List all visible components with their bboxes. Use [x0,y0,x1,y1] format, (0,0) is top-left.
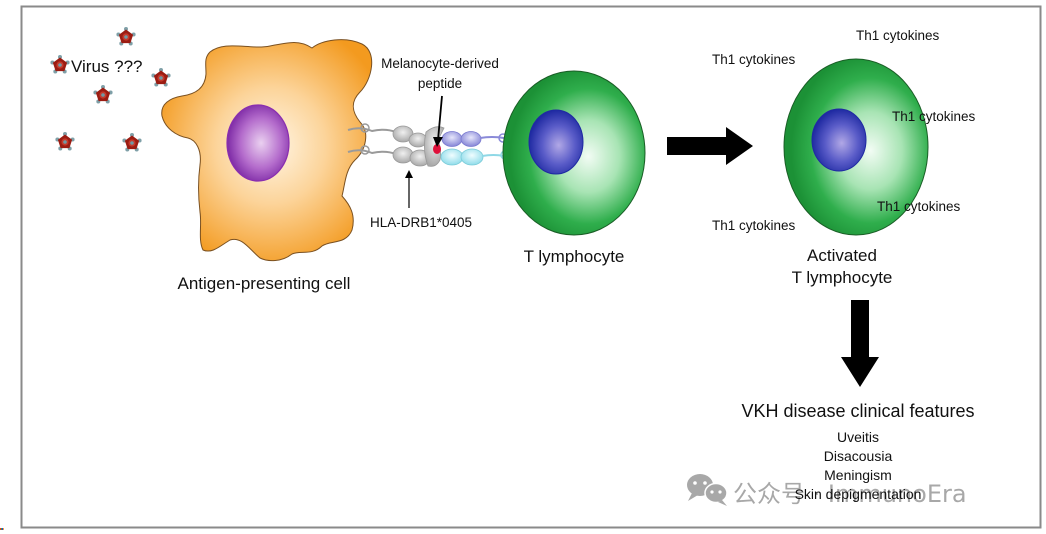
watermark: 公众号 · ImmunoEra [687,474,967,508]
outcome-title: VKH disease clinical features [741,401,974,421]
virus-icon [122,133,142,152]
peptide-label-line1: Melanocyte-derived [381,56,499,71]
watermark-text: 公众号 · ImmunoEra [733,480,967,508]
apc-nucleus [226,104,290,182]
virus-icon [55,132,75,151]
t-lymphocyte-nucleus [528,109,584,175]
melanocyte-peptide [433,144,441,154]
activation-arrow [667,127,753,165]
t-lymphocyte-label: T lymphocyte [524,247,625,266]
clinical-feature: Skin depigmentation [795,486,922,502]
cytokine-label: Th1 cytokines [856,28,940,43]
peptide-label-line2: peptide [418,76,462,91]
cytokine-label: Th1 cytokines [892,109,976,124]
virus-particles [50,27,171,152]
activated-t-lymphocyte-nucleus [811,108,867,172]
virus-icon [116,27,136,46]
cytokine-label: Th1 cytokines [712,52,796,67]
cytokine-label: Th1 cytokines [877,199,961,214]
corner-artifact [0,528,4,530]
cytokine-label: Th1 cytokines [712,218,796,233]
peptide-pointer-arrow [437,95,443,141]
wechat-icon [687,474,728,506]
virus-icon [50,55,70,74]
figure-frame [20,5,1042,529]
outcome-arrow [841,300,879,387]
clinical-feature: Uveitis [837,429,879,445]
virus-icon [151,68,171,87]
clinical-feature: Meningism [824,467,892,483]
virus-icon [93,85,113,104]
hla-label: HLA-DRB1*0405 [370,215,472,230]
apc-label: Antigen-presenting cell [178,274,351,293]
activated-label-line2: T lymphocyte [792,268,893,287]
peptide-pointer-arrowhead [433,137,443,147]
hla-pointer-arrowhead [405,170,413,178]
clinical-feature: Disacousia [824,448,893,464]
activated-label-line1: Activated [807,246,877,265]
virus-label: Virus ??? [71,57,143,76]
